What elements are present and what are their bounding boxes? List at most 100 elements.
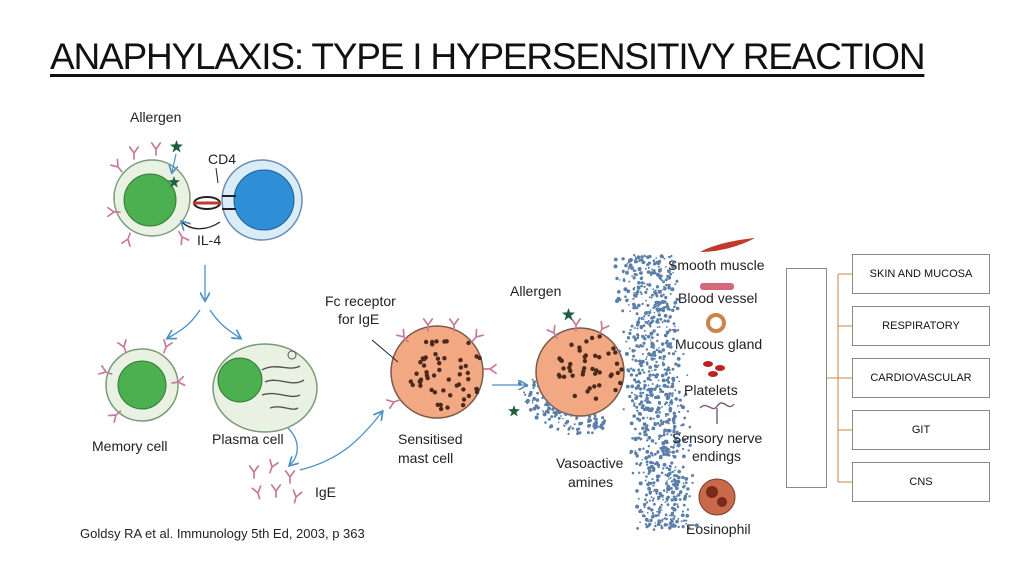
granule — [437, 361, 442, 366]
amine-granule — [656, 421, 660, 425]
amine-granule — [646, 263, 650, 267]
amine-granule — [649, 273, 653, 277]
amine-granule — [678, 410, 681, 413]
amine-granule — [655, 307, 660, 312]
amine-granule — [640, 276, 644, 279]
amine-granule — [672, 322, 676, 325]
amine-granule — [667, 418, 671, 422]
granule — [609, 372, 614, 377]
amine-granule — [657, 268, 662, 273]
effects-bracket — [786, 268, 827, 488]
amine-granule — [644, 523, 648, 526]
amine-granule — [671, 524, 675, 528]
granule — [581, 369, 586, 374]
amine-granule — [654, 442, 657, 445]
amine-granule — [672, 478, 677, 482]
amine-granule — [661, 348, 666, 352]
amine-granule — [631, 275, 633, 277]
amine-granule — [641, 334, 645, 338]
amine-granule — [675, 474, 679, 478]
amine-granule — [661, 309, 666, 313]
amine-granule — [652, 288, 655, 291]
sensitised-label-2: mast cell — [398, 450, 453, 466]
amine-granule — [651, 428, 654, 431]
amine-granule — [644, 479, 647, 482]
amine-granule — [649, 255, 652, 258]
amine-granule — [640, 284, 643, 288]
amine-granule — [573, 423, 576, 426]
granule — [593, 396, 599, 401]
amine-granule — [655, 474, 660, 479]
amine-granule — [674, 437, 678, 441]
amine-granule — [685, 522, 687, 525]
amine-granule — [649, 518, 653, 523]
amine-granule — [676, 436, 679, 439]
amine-granule — [619, 279, 621, 281]
granule — [458, 357, 463, 363]
amine-granule — [641, 514, 646, 518]
sensitised-mast-cell — [386, 318, 497, 419]
amine-granule — [661, 321, 664, 324]
amine-granule — [656, 395, 661, 400]
amine-granule — [564, 422, 567, 425]
t-cell-nucleus — [233, 169, 295, 231]
amine-granule — [667, 286, 671, 290]
amine-granule — [672, 454, 674, 457]
granule — [432, 390, 438, 395]
amine-granule — [662, 293, 665, 296]
amine-granule — [618, 298, 622, 302]
amine-granule — [649, 481, 653, 485]
amine-granule — [624, 351, 629, 356]
amine-granule — [659, 254, 664, 259]
amine-granule — [671, 376, 676, 381]
target-platelets: Platelets — [684, 382, 738, 398]
amine-granule — [691, 474, 694, 477]
amine-granule — [670, 480, 674, 483]
amine-granule — [621, 309, 625, 313]
granule — [418, 383, 423, 388]
amine-granule — [675, 430, 679, 434]
amine-granule — [678, 498, 682, 501]
amine-granule — [642, 447, 645, 450]
amine-granule — [655, 461, 659, 465]
granule — [585, 389, 590, 394]
amine-granule — [657, 519, 661, 523]
amine-granule — [649, 339, 652, 341]
amine-granule — [671, 401, 674, 404]
amine-granule — [632, 368, 636, 372]
amine-granule — [631, 358, 634, 361]
granule — [420, 356, 425, 361]
target-smooth-muscle: Smooth muscle — [668, 257, 765, 273]
amine-granule — [627, 370, 631, 373]
amine-granule — [671, 337, 674, 340]
amine-granule — [644, 456, 648, 460]
amine-granule — [661, 289, 664, 291]
amine-granule — [665, 330, 670, 335]
amine-granule — [669, 386, 672, 389]
amine-granule — [662, 467, 665, 470]
effect-box-cns: CNS — [852, 462, 990, 502]
granule — [589, 335, 595, 341]
amine-granule — [645, 348, 649, 351]
amine-granule — [665, 283, 668, 287]
amine-granule — [662, 462, 667, 467]
amine-granule — [655, 365, 659, 369]
amine-granule — [595, 425, 599, 429]
amine-granule — [651, 369, 653, 372]
ige-antibodies — [248, 459, 303, 505]
amine-granule — [656, 326, 659, 329]
amine-granule — [659, 317, 663, 321]
amine-granule — [655, 294, 659, 298]
amine-granule — [665, 304, 669, 308]
amine-granule — [665, 372, 668, 374]
amine-granule — [615, 276, 619, 281]
amine-granule — [645, 361, 649, 365]
amine-granule — [587, 414, 592, 419]
amine-granule — [631, 471, 635, 475]
amine-granule — [647, 481, 650, 484]
amine-granule — [655, 492, 658, 495]
amine-granule — [571, 427, 575, 430]
amine-granule — [642, 341, 646, 345]
amine-granule — [671, 308, 675, 312]
amine-granule — [676, 329, 680, 332]
